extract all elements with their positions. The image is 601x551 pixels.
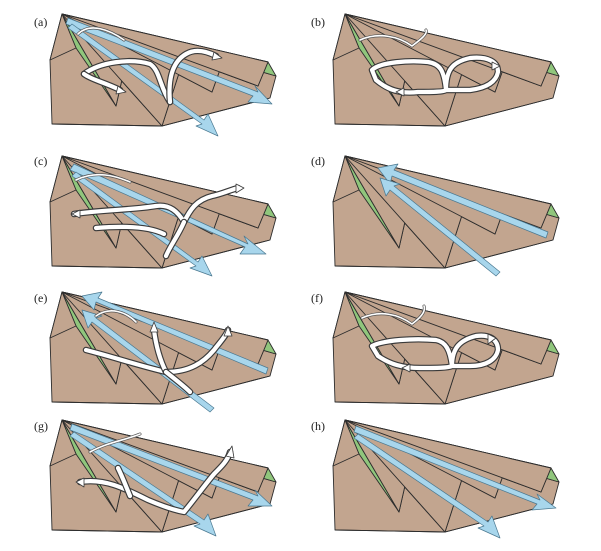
panel-g: (g) — [34, 419, 277, 537]
flow-arrowhead — [149, 321, 159, 333]
flow-paths-c — [70, 173, 245, 260]
wind-arrow — [65, 17, 273, 105]
flow-paths-b — [358, 28, 502, 97]
flow-arrowhead — [223, 325, 233, 337]
wind-arrow — [81, 291, 269, 375]
flow-arrowhead — [75, 477, 85, 488]
flow-paths-f — [360, 304, 502, 373]
wind-arrow — [71, 171, 213, 277]
flow-arrowhead — [71, 209, 81, 219]
wind-arrows-d — [377, 163, 549, 277]
panel-label-a: (a) — [34, 15, 47, 29]
panel-label-g: (g) — [34, 419, 48, 433]
panel-h: (h) — [311, 419, 560, 539]
flow-arrowhead — [225, 445, 235, 459]
flow-arrowhead — [487, 333, 497, 345]
wind-arrow — [353, 425, 557, 511]
wind-arrows-h — [353, 425, 557, 539]
flow-arrowhead — [115, 85, 127, 95]
panel-c: (c) — [34, 154, 277, 277]
panel-label-e: (e) — [34, 291, 47, 305]
flow-arrowhead — [491, 61, 501, 71]
flow-paths-e — [82, 309, 233, 396]
wind-arrow — [379, 177, 501, 277]
wind-arrow — [353, 433, 501, 539]
panel-label-h: (h) — [311, 419, 325, 433]
panel-e: (e) — [34, 291, 277, 413]
panel-label-b: (b) — [311, 15, 325, 29]
wind-arrow — [69, 423, 273, 507]
wind-arrow — [377, 163, 549, 239]
wind-arrow — [67, 23, 219, 137]
flow-arrowhead — [211, 51, 223, 61]
flow-arrowhead — [395, 87, 405, 97]
flow-arrowhead — [401, 363, 411, 373]
panel-f: (f) — [311, 291, 560, 405]
flow-paths-a — [76, 26, 223, 106]
panel-label-d: (d) — [311, 154, 325, 168]
terrain-block-b — [332, 13, 560, 127]
wind-arrows-a — [65, 17, 273, 137]
flow-arrowhead — [235, 183, 245, 194]
panel-d: (d) — [311, 154, 560, 277]
terrain-block-g — [49, 419, 277, 533]
flow-paths-g — [75, 432, 235, 516]
panel-label-c: (c) — [34, 154, 47, 168]
panel-b: (b) — [311, 13, 560, 127]
panel-a: (a) — [34, 13, 277, 137]
terrain-block-d — [332, 155, 560, 269]
panel-label-f: (f) — [311, 291, 323, 305]
